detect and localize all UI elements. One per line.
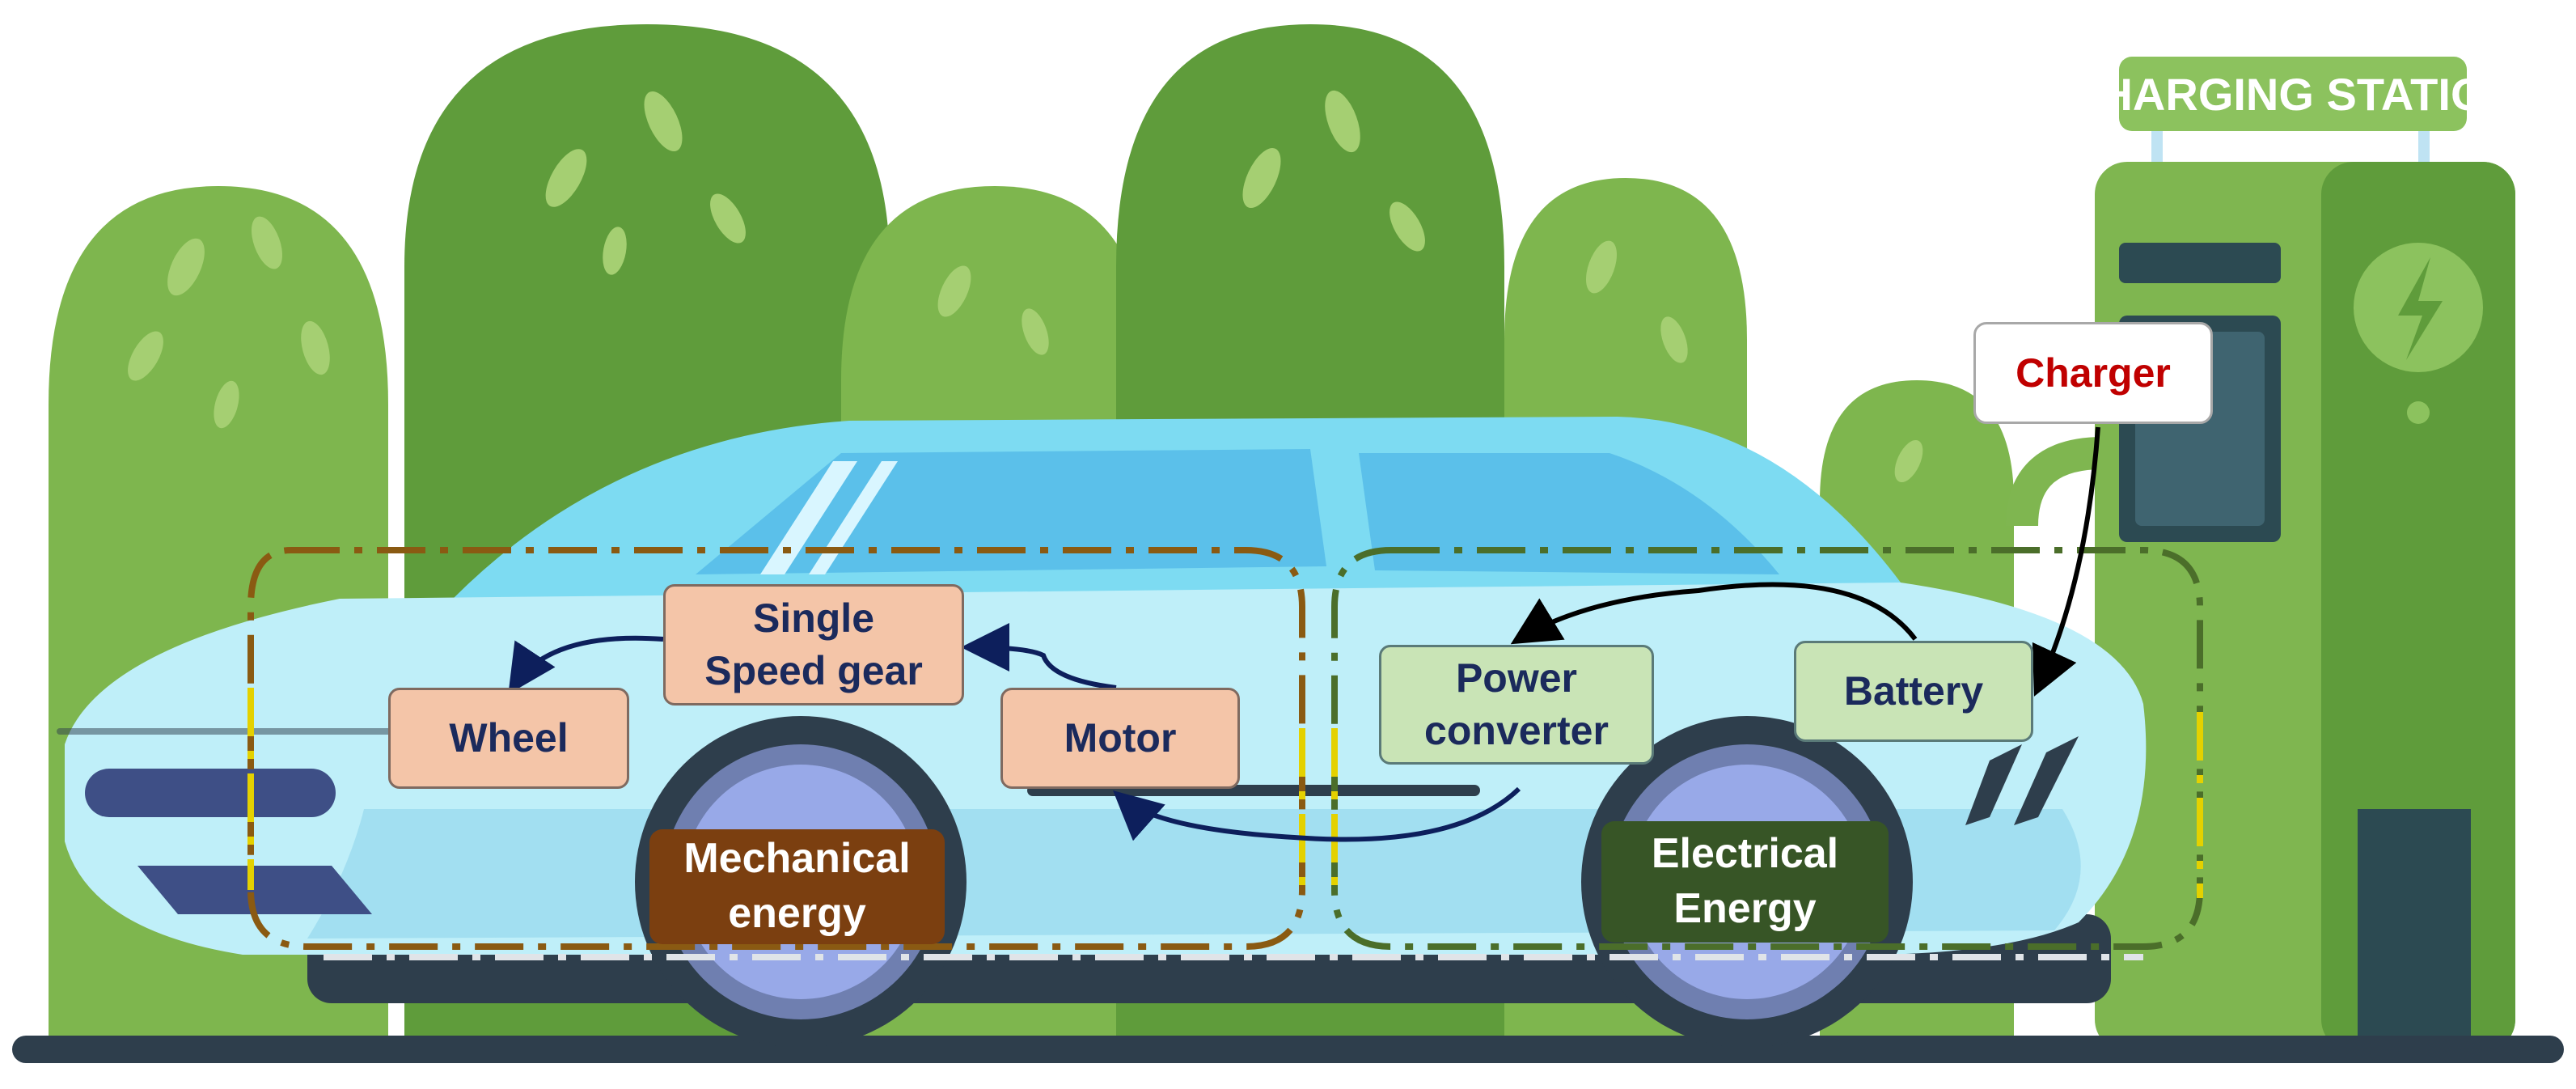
tail-light xyxy=(1965,744,2022,825)
arrow-converter-to-motor xyxy=(1113,786,1521,842)
headlight xyxy=(85,769,336,817)
electrical-energy-label: Electrical Energy xyxy=(1651,830,1839,932)
car-window-rear xyxy=(1359,453,1779,574)
station-sign xyxy=(2119,57,2467,131)
station-slot xyxy=(2119,243,2281,283)
charger-box: Charger xyxy=(1973,322,2213,424)
electrical-group-outline xyxy=(1331,547,2203,950)
gear-label: Single Speed gear xyxy=(704,595,923,693)
charger-label: Charger xyxy=(2016,350,2171,396)
motor-box: Motor xyxy=(1000,688,1240,789)
wheel-box: Wheel xyxy=(388,688,629,789)
electrical-energy-label-box: Electrical Energy xyxy=(1601,821,1889,943)
power-converter-label: Power converter xyxy=(1424,655,1609,753)
wheel-label: Wheel xyxy=(449,715,569,761)
ground xyxy=(12,1036,2564,1063)
station-door xyxy=(2358,809,2471,1052)
station-sign-text: CHARGING STATION xyxy=(2067,69,2519,120)
mechanical-energy-label: Mechanical energy xyxy=(683,835,911,937)
station-sign-post-right xyxy=(2418,121,2430,170)
single-speed-gear-box: Single Speed gear xyxy=(663,584,964,706)
station-indicator xyxy=(2407,401,2430,424)
charging-station: CHARGING STATION xyxy=(2006,57,2519,1052)
station-sign-post-left xyxy=(2151,121,2163,170)
arrow-gear-to-wheel xyxy=(508,635,664,695)
car-window-glare xyxy=(760,461,857,574)
car-window xyxy=(696,449,1326,574)
arrow-battery-to-converter xyxy=(1510,582,1918,645)
arrow-motor-to-gear xyxy=(961,623,1117,690)
mechanical-energy-label-box: Mechanical energy xyxy=(649,829,945,944)
mechanical-group-outline xyxy=(247,547,1305,950)
charging-cable xyxy=(2006,437,2104,527)
grille xyxy=(137,866,372,914)
lightning-bolt-icon xyxy=(2398,257,2443,360)
battery-label: Battery xyxy=(1843,668,1984,714)
power-converter-box: Power converter xyxy=(1379,645,1654,765)
arrow-charger-to-battery xyxy=(2032,426,2100,697)
motor-label: Motor xyxy=(1064,715,1177,761)
battery-box: Battery xyxy=(1794,641,2033,742)
car-side-line xyxy=(57,728,477,735)
car-window-glare xyxy=(809,461,898,574)
tail-light xyxy=(2014,736,2079,825)
